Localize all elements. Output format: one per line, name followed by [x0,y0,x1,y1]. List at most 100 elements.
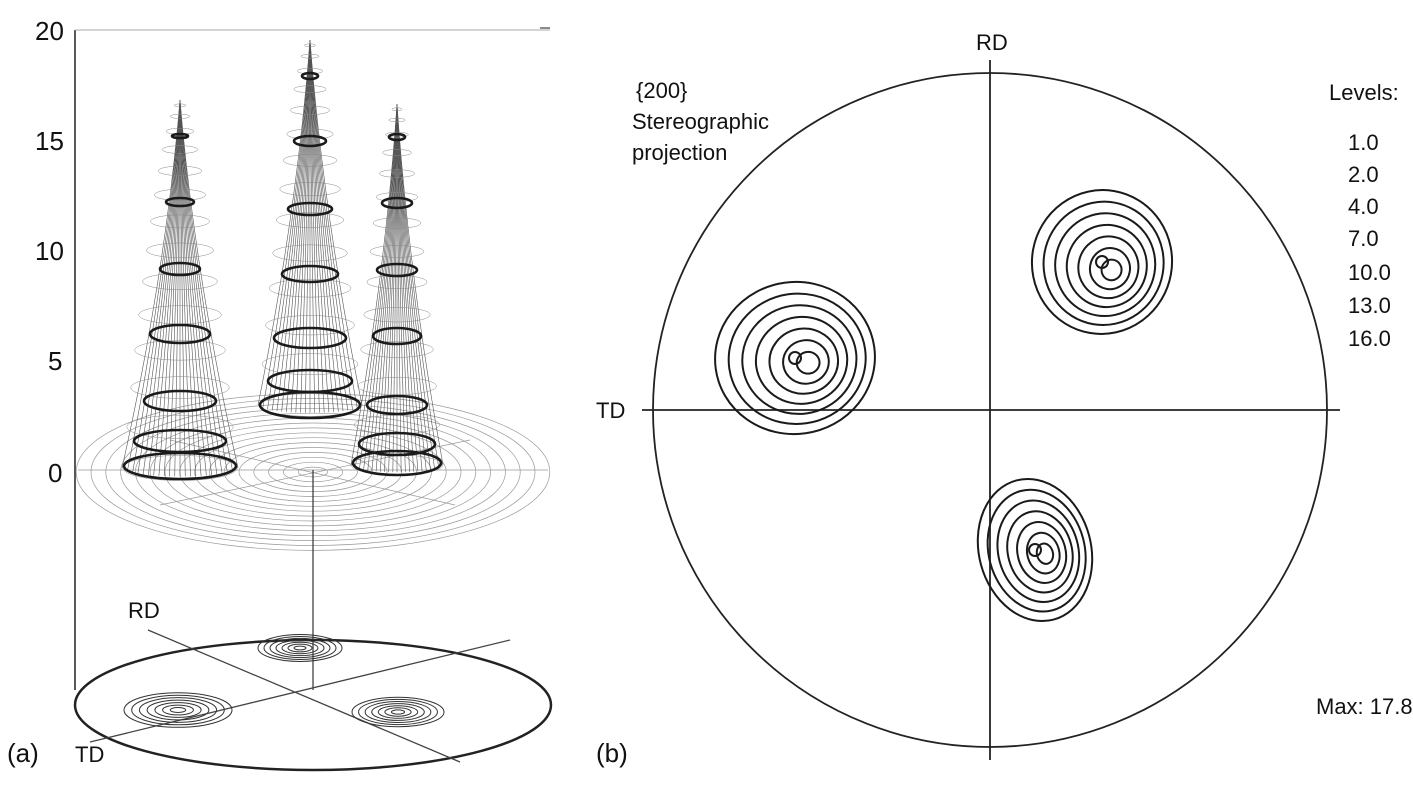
mini-contour [371,703,425,721]
peak-thin-ring [300,53,320,59]
mini-contour [123,692,233,728]
pole-contour [986,488,1087,613]
peak-thin-ring [169,113,191,119]
rd-label-b: RD [976,30,1008,55]
peak-thin-ring [369,245,425,258]
peak-thin-ring [363,307,431,323]
levels-title: Levels: [1329,80,1399,105]
pole-contour [741,304,858,415]
projection-mini-contours [123,634,445,728]
peak-thin-ring [130,376,230,399]
peak-mesh-line [271,39,311,411]
pole-contour [1088,247,1131,291]
peak-mesh-line [257,39,311,406]
peak-mesh-line [309,39,344,412]
projection-label-line2: projection [632,140,727,165]
peak-mesh-line [396,103,406,473]
peak-mesh-line [179,99,239,469]
pole-center [1095,255,1109,269]
rd-axis-line [147,629,461,763]
z-tick-0: 0 [48,458,62,488]
peak [257,39,363,420]
peak-mesh-line [354,103,398,469]
peak-thin-ring [158,165,202,176]
mini-contour [358,698,438,726]
peak-mesh-line [267,39,311,410]
mini-contour [257,634,343,662]
peak-mesh-line [281,39,311,412]
level-value: 13.0 [1348,293,1391,318]
peak-mesh-line [179,99,223,474]
peak-level-ring [351,449,443,477]
peak-mesh-line [396,103,435,470]
peak-level-ring [132,428,228,454]
mini-contour [384,707,412,717]
peak-thin-ring [150,214,210,229]
mini-contour [293,645,307,651]
peak-mesh-line [179,99,234,472]
peak-mesh-line [371,103,398,472]
peak-mesh-line [179,99,186,477]
peak-mesh-line [396,103,402,473]
mini-contour [146,699,210,721]
pole-contour [1030,189,1174,335]
peak-mesh-line [379,103,398,472]
mini-contour [287,643,313,653]
peak-mesh-line [392,103,398,473]
level-value: 2.0 [1348,162,1379,187]
mini-contour [263,635,337,661]
pole-contours [714,189,1174,623]
pole-center [788,351,802,365]
panel-label-a: (a) [7,738,39,768]
peak-mesh-line [309,39,353,410]
peak-mesh-line [174,99,181,477]
mini-contour [269,637,331,659]
mini-contour [275,639,325,657]
peak-thin-ring [122,455,238,481]
peak-level-ring [170,132,190,140]
peak-mesh-line [158,99,181,476]
z-tick-20: 20 [35,16,64,46]
mini-contour [364,700,432,724]
panel-b: RD TD {200} Stereographic projection Lev… [596,30,1413,768]
peak-mesh-line [396,103,410,472]
peak-mesh-line [309,39,334,412]
peak-mesh-line [304,39,311,413]
mini-contour [351,696,445,728]
peak-surfaces [121,39,444,481]
mini-contour [169,707,187,713]
mini-contour [131,694,225,726]
mini-contour [377,705,419,719]
peak-thin-ring [382,149,412,157]
mini-contour [154,702,202,718]
peak-mesh-line [137,99,181,474]
peak-mesh-line [179,99,202,476]
peak-mesh-line [396,103,431,470]
peak-mesh-line [396,103,444,466]
peak-thin-ring [173,103,187,108]
peak-mesh-line [179,99,212,476]
peak-mesh-line [309,39,320,413]
peak-thin-ring [142,272,218,290]
peak-thin-ring [126,414,234,439]
peak-mesh-line [309,39,325,413]
peak-mesh-line [286,39,311,412]
peak-mesh-line [396,103,423,472]
peak-level-ring [266,368,354,394]
panel-label-b: (b) [596,738,628,768]
peak-level-ring [371,326,423,346]
peak-level-ring [375,262,419,278]
pole-contour [976,477,1094,623]
peak-level-ring [292,134,328,148]
pole-contour [1025,531,1061,575]
peak-mesh-line [309,39,330,413]
peak-mesh-line [367,103,398,471]
peak-level-ring [380,196,414,210]
peak-level-ring [280,264,340,284]
level-value: 4.0 [1348,194,1379,219]
peak-thin-ring [134,339,226,361]
plane-label: {200} [636,78,687,103]
peak-thin-ring [265,315,355,336]
peak-mesh-line [384,103,398,472]
peak [350,103,444,477]
